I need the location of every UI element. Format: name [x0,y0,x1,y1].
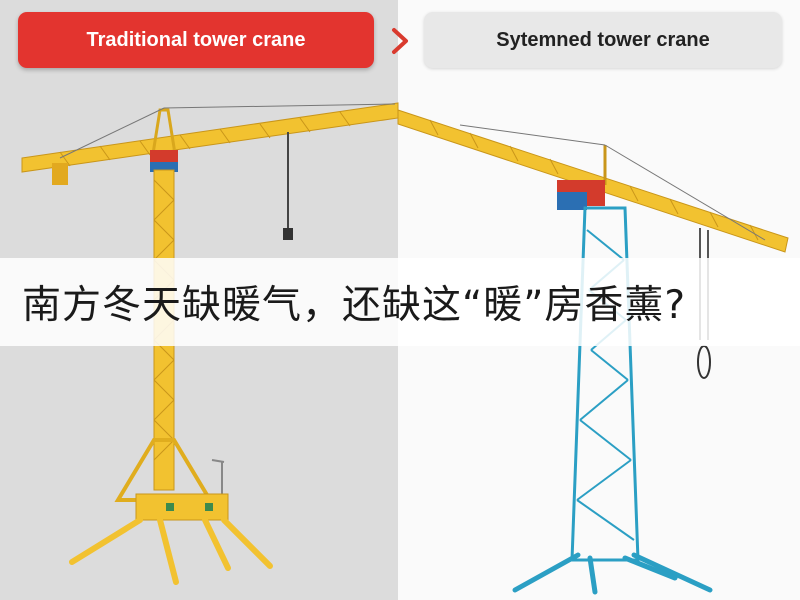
systemed-crane-label-text: Sytemned tower crane [496,28,710,51]
chevron-right-icon [392,28,408,54]
systemed-crane-label: Sytemned tower crane [424,12,782,68]
traditional-crane-label-text: Traditional tower crane [86,28,306,51]
traditional-crane-label: Traditional tower crane [18,12,374,68]
headline-banner: 南方冬天缺暖气，还缺这“暖”房香薰? [0,258,800,346]
headline-text: 南方冬天缺暖气，还缺这“暖”房香薰? [22,283,687,328]
systemed-crane-image [397,109,789,595]
